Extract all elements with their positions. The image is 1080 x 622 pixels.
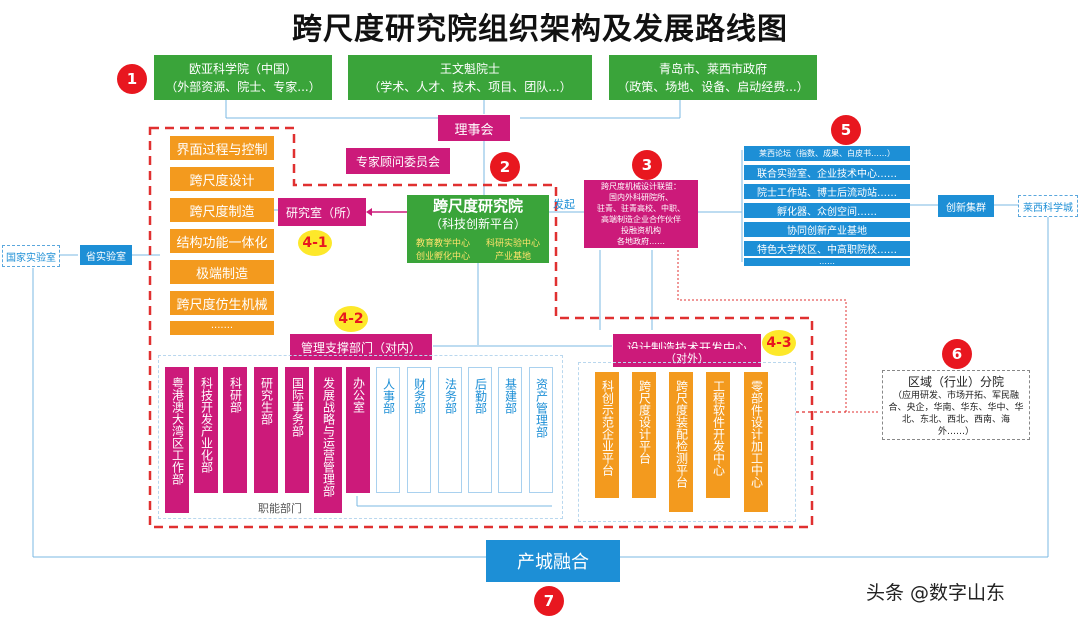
dept-graduate: 研究生部 — [254, 367, 278, 493]
right-item-university-campus: 特色大学校区、中高职院校…… — [744, 241, 910, 256]
right-item-industry-base: 协同创新产业基地 — [744, 222, 910, 237]
watermark: 头条 @数字山东 — [866, 582, 1006, 604]
lab-cross-scale-manufacture: 跨尺度制造 — [170, 198, 274, 222]
right-item-more: …… — [744, 258, 910, 266]
lab-cross-scale-design: 跨尺度设计 — [170, 167, 274, 191]
center-research-lab: 科研实验中心 — [485, 239, 540, 249]
platform-parts-machining: 零部件设计加工中心 — [744, 372, 768, 512]
badge-3: 3 — [632, 150, 662, 180]
dept-hr: 人事部 — [376, 367, 400, 493]
functional-dept-label: 职能部门 — [258, 502, 302, 515]
platform-demo-enterprise: 科创示范企业平台 — [595, 372, 619, 498]
mgmt-area — [158, 355, 563, 519]
innovation-cluster-box: 创新集群 — [938, 195, 994, 217]
initiate-label: 发起 — [553, 198, 575, 211]
institute-sub: （科技创新平台） — [429, 217, 526, 231]
source-gov-line2: （政策、场地、设备、启动经费...） — [617, 79, 809, 94]
dept-tech-industrialization: 科技开发产业化部 — [194, 367, 218, 493]
source-city-government: 青岛市、莱西市政府 （政策、场地、设备、启动经费...） — [609, 55, 817, 100]
badge-1: 1 — [117, 64, 147, 94]
source-eurasia-line1: 欧亚科学院（中国） — [188, 61, 297, 76]
lab-structure-function: 结构功能一体化 — [170, 229, 274, 253]
design-center-area — [578, 362, 796, 522]
right-list: 莱西论坛（指数、成果、白皮书……） 联合实验室、企业技术中心…… 院士工作站、博… — [744, 146, 910, 266]
dept-gba: 粤港澳大湾区工作部 — [165, 367, 189, 513]
lab-extreme-manufacture: 极端制造 — [170, 260, 274, 284]
right-item-laixi-forum: 莱西论坛（指数、成果、白皮书……） — [744, 146, 910, 161]
center-education: 教育教学中心 — [415, 239, 470, 249]
center-incubation: 创业孵化中心 — [415, 252, 470, 262]
labs-list: 界面过程与控制 跨尺度设计 跨尺度制造 结构功能一体化 极端制造 跨尺度仿生机械… — [160, 128, 275, 340]
dept-construction: 基建部 — [498, 367, 522, 493]
page-title: 跨尺度研究院组织架构及发展路线图 — [292, 12, 788, 47]
badge-4-1: 4-1 — [298, 230, 332, 256]
source-gov-line1: 青岛市、莱西市政府 — [658, 61, 767, 76]
dept-research: 科研部 — [223, 367, 247, 493]
institute-name: 跨尺度研究院 — [432, 197, 523, 215]
right-item-incubator: 孵化器、众创空间…… — [744, 203, 910, 218]
dept-logistics: 后勤部 — [468, 367, 492, 493]
integration-box: 产城融合 — [486, 540, 620, 582]
dept-legal: 法务部 — [438, 367, 462, 493]
provincial-lab-box: 省实验室 — [80, 245, 132, 265]
badge-2: 2 — [490, 152, 520, 182]
lab-bionic-machinery: 跨尺度仿生机械 — [170, 291, 274, 315]
institute-centers: 教育教学中心 科研实验中心 创业孵化中心 产业基地 — [407, 235, 549, 263]
badge-5: 5 — [831, 115, 861, 145]
right-item-workstation: 院士工作站、博士后流动站…… — [744, 184, 910, 199]
dept-international: 国际事务部 — [285, 367, 309, 493]
right-item-joint-lab: 联合实验室、企业技术中心…… — [744, 165, 910, 180]
dept-strategy-operations: 发展战略与运营管理部 — [314, 367, 342, 513]
lab-interface-process: 界面过程与控制 — [170, 136, 274, 160]
dept-office: 办公室 — [346, 367, 370, 493]
platform-engineering-software: 工程软件开发中心 — [706, 372, 730, 498]
badge-6: 6 — [942, 339, 972, 369]
laixi-science-city-box: 莱西科学城 — [1018, 195, 1078, 217]
national-lab-box: 国家实验室 — [2, 245, 60, 267]
lab-more: ······· — [170, 321, 274, 335]
source-wang-line2: （学术、人才、技术、项目、团队...） — [368, 79, 572, 94]
region-title: 区域（行业）分院 — [907, 375, 1004, 389]
center-industry-base: 产业基地 — [494, 252, 531, 262]
dept-asset: 资产管理部 — [529, 367, 553, 493]
expert-committee-box: 专家顾问委员会 — [346, 148, 450, 174]
source-wang-line1: 王文魁院士 — [439, 61, 500, 76]
badge-4-2: 4-2 — [334, 306, 368, 332]
source-eurasia-academy: 欧亚科学院（中国） （外部资源、院士、专家...） — [154, 55, 332, 100]
alliance-box: 跨尺度机械设计联盟： 国内外科研院所、 驻青、驻青高校、中职、 高端制造企业合作… — [584, 180, 698, 248]
platform-assembly-inspection: 跨尺度装配检测平台 — [669, 372, 693, 512]
research-lab-box: 研究室（所） — [278, 198, 366, 226]
region-text: （应用研发、市场开拓、军民融合、央企，华南、华东、华中、华北、东北、西北、西南、… — [888, 391, 1024, 437]
council-box: 理事会 — [438, 115, 510, 141]
platform-cross-scale-design: 跨尺度设计平台 — [632, 372, 656, 498]
region-branch-box: 区域（行业）分院 （应用研发、市场开拓、军民融合、央企，华南、华东、华中、华北、… — [882, 370, 1030, 440]
source-academician-wang: 王文魁院士 （学术、人才、技术、项目、团队...） — [348, 55, 592, 100]
dept-finance: 财务部 — [407, 367, 431, 493]
badge-7: 7 — [534, 586, 564, 616]
badge-4-3: 4-3 — [762, 330, 796, 356]
institute-box: 跨尺度研究院 （科技创新平台） — [407, 195, 549, 235]
source-eurasia-line2: （外部资源、院士、专家...） — [165, 79, 321, 94]
